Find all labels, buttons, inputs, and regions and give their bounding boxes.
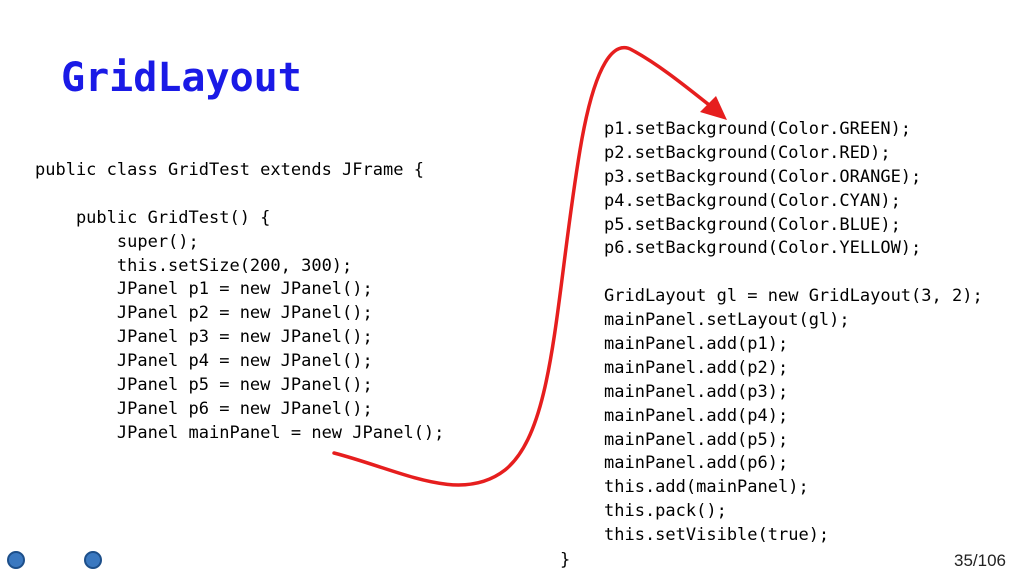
code-line: mainPanel.add(p1); — [604, 334, 789, 355]
code-line: JPanel p4 = new JPanel(); — [35, 351, 373, 372]
code-block-left: public class GridTest extends JFrame { p… — [35, 159, 444, 446]
code-line: public GridTest() { — [35, 207, 271, 228]
code-line: JPanel p5 = new JPanel(); — [35, 375, 373, 396]
code-line: this.setVisible(true); — [604, 525, 830, 546]
code-line: p2.setBackground(Color.RED); — [604, 142, 891, 163]
code-line: JPanel mainPanel = new JPanel(); — [35, 422, 445, 443]
code-line: p5.setBackground(Color.BLUE); — [604, 214, 901, 235]
code-line: mainPanel.setLayout(gl); — [604, 310, 850, 331]
code-line: mainPanel.add(p4); — [604, 405, 789, 426]
code-block-right: p1.setBackground(Color.GREEN); p2.setBack… — [604, 118, 983, 548]
code-line: mainPanel.add(p2); — [604, 357, 789, 378]
slide-title: GridLayout — [61, 55, 302, 101]
code-line: super(); — [35, 231, 199, 252]
code-line: p4.setBackground(Color.CYAN); — [604, 190, 901, 211]
code-line: p3.setBackground(Color.ORANGE); — [604, 166, 922, 187]
code-line: public class GridTest extends JFrame { — [35, 160, 424, 180]
code-line: mainPanel.add(p3); — [604, 381, 789, 402]
code-line: this.add(mainPanel); — [604, 477, 809, 498]
code-line: this.pack(); — [604, 501, 727, 522]
code-line: JPanel p2 = new JPanel(); — [35, 303, 373, 324]
code-line: JPanel p6 = new JPanel(); — [35, 398, 373, 419]
page-number: 35/106 — [954, 551, 1006, 570]
nav-prev-button[interactable] — [7, 551, 25, 569]
code-line: mainPanel.add(p5); — [604, 429, 789, 450]
code-line: p1.setBackground(Color.GREEN); — [604, 119, 912, 139]
code-line: mainPanel.add(p6); — [604, 453, 789, 474]
code-line: p6.setBackground(Color.YELLOW); — [604, 238, 922, 259]
code-line: JPanel p1 = new JPanel(); — [35, 279, 373, 300]
code-line: GridLayout gl = new GridLayout(3, 2); — [604, 286, 983, 307]
nav-next-button[interactable] — [84, 551, 102, 569]
code-line: JPanel p3 = new JPanel(); — [35, 327, 373, 348]
closing-brace: } — [560, 550, 571, 570]
code-line: this.setSize(200, 300); — [35, 255, 353, 276]
